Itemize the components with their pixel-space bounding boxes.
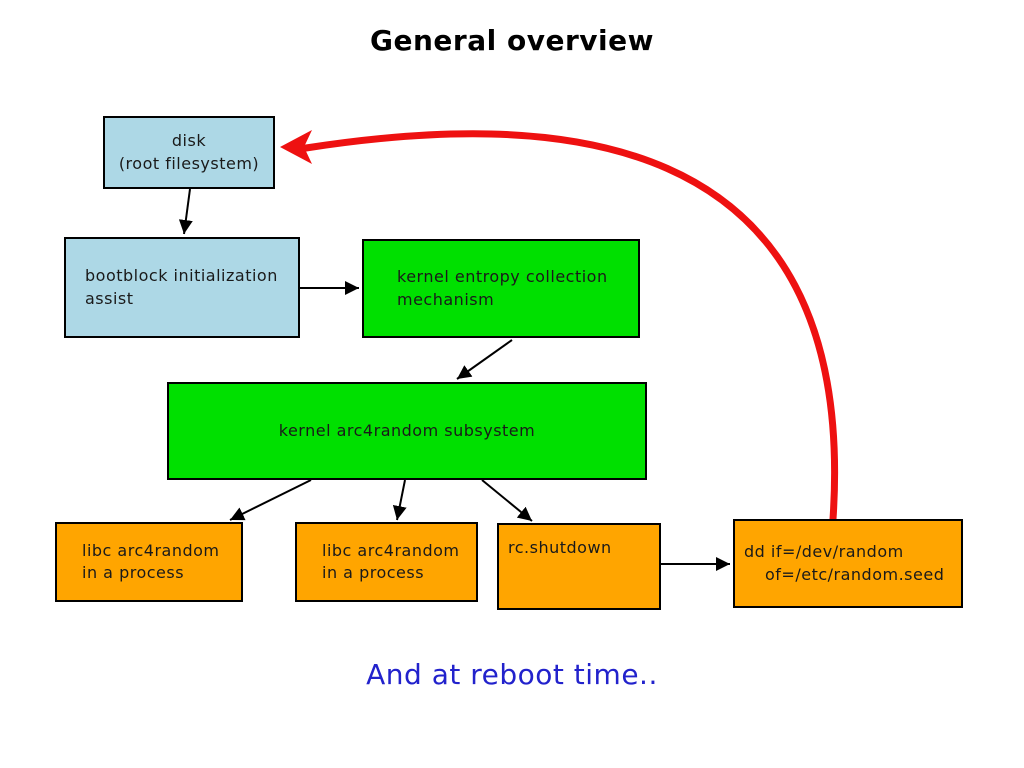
node-kernel-arc4random: kernel arc4random subsystem [167, 382, 647, 480]
arrow-arc4random-to-libc2 [392, 479, 407, 521]
node-libc1-line2: in a process [82, 563, 185, 582]
arrow-entropy-to-arc4random [456, 339, 513, 380]
node-libc2-line1: libc arc4random [322, 540, 460, 560]
arrow-arc4random-to-rcshutdown [481, 479, 533, 522]
arrow-arc4random-to-libc1 [229, 479, 312, 521]
node-bootblock-init: bootblock initialization assist [64, 237, 300, 338]
arrow-disk-to-bootblock [178, 188, 193, 235]
node-kernel-entropy-line1: kernel entropy collection [397, 267, 608, 287]
node-libc2-line2: in a process [322, 563, 425, 582]
node-rc-shutdown: rc.shutdown [497, 523, 661, 610]
node-kernel-entropy: kernel entropy collection mechanism [362, 239, 640, 338]
footer-caption: And at reboot time.. [366, 658, 658, 691]
page-title: General overview [370, 24, 654, 57]
node-libc-process-1: libc arc4random in a process [55, 522, 243, 602]
node-kernel-entropy-line2: mechanism [397, 289, 495, 309]
node-libc1-line1: libc arc4random [82, 540, 220, 560]
red-reboot-curve [302, 130, 839, 523]
node-kernel-arc4random-label: kernel arc4random subsystem [278, 420, 536, 440]
node-libc-process-2: libc arc4random in a process [295, 522, 478, 602]
node-disk: disk (root filesystem) [103, 116, 275, 189]
node-disk-line1: disk [171, 131, 207, 151]
node-bootblock-line2: assist [85, 288, 134, 308]
red-reboot-arrowhead-icon [280, 130, 312, 164]
node-dd-line2: of=/etc/random.seed [765, 564, 945, 584]
node-dd-random-seed: dd if=/dev/random of=/etc/random.seed [733, 519, 963, 608]
node-dd-line1: dd if=/dev/random [744, 542, 904, 562]
node-rc-shutdown-label: rc.shutdown [508, 538, 612, 557]
node-disk-line2: (root filesystem) [118, 153, 260, 173]
node-bootblock-line1: bootblock initialization [85, 266, 278, 286]
